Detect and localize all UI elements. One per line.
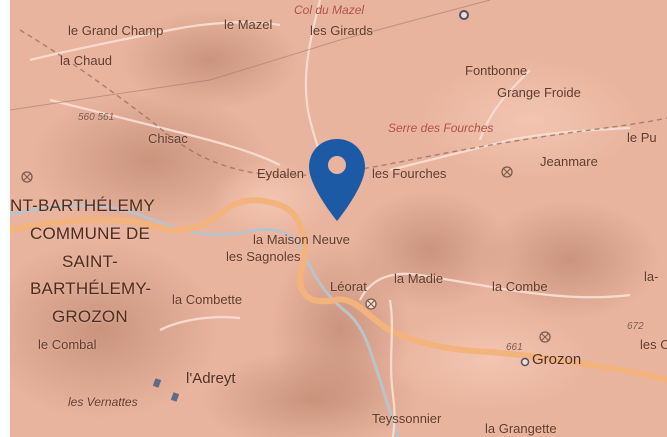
label-la-madie: la Madie [394, 271, 444, 286]
viewpoint-icon [20, 170, 34, 189]
label-eydalen: Eydalen [257, 166, 304, 181]
label-altitude-672: 672 [627, 321, 644, 332]
label-teyssonnier: Teyssonnier [372, 411, 442, 426]
label-les-vernattes: les Vernattes [68, 395, 138, 409]
label-jeanmare: Jeanmare [540, 154, 598, 169]
label-commune-line1: COMMUNE DE [30, 224, 151, 243]
label-serre-des-fourches: Serre des Fourches [388, 121, 494, 135]
label-nt-barthelemy: NT-BARTHÉLEMY [10, 196, 155, 215]
viewpoint-icon [538, 330, 552, 349]
hillshade [10, 10, 660, 437]
label-fontbonne: Fontbonne [465, 63, 528, 78]
label-grange-froide: Grange Froide [497, 85, 581, 100]
main-road [10, 197, 667, 383]
label-la-combette: la Combette [172, 292, 243, 307]
map-base-layer [10, 0, 667, 437]
label-le-pu: le Pu [627, 130, 657, 145]
village-icon [520, 354, 530, 372]
label-la-combe: la Combe [492, 279, 548, 294]
label-ladreyt: l'Adreyt [186, 370, 236, 387]
building-icon [152, 377, 182, 412]
label-col-du-mazel: Col du Mazel [294, 3, 365, 17]
river [10, 204, 400, 437]
label-le-mazel: le Mazel [224, 17, 273, 32]
label-la-chaud: la Chaud [60, 53, 113, 68]
label-altitude-560-561: 560 561 [78, 112, 115, 123]
label-commune-line2: SAINT- [62, 252, 118, 271]
chapel-icon [458, 8, 470, 26]
label-la-maison-neuve: la Maison Neuve [253, 232, 350, 247]
map-view[interactable]: le Grand Champ le Mazel Col du Mazel les… [10, 0, 667, 437]
label-le-grand-champ: le Grand Champ [68, 23, 164, 38]
label-les-sagnoles: les Sagnoles [226, 249, 301, 264]
junction-icon [364, 297, 378, 316]
label-commune-line4: GROZON [52, 307, 128, 326]
map-pin-icon[interactable] [306, 137, 368, 223]
label-leorat: Léorat [330, 279, 367, 294]
label-les-girards: les Girards [310, 23, 373, 38]
viewpoint-icon [500, 165, 514, 184]
label-altitude-661: 661 [506, 342, 523, 353]
label-commune-line3: BARTHÉLEMY- [30, 279, 152, 298]
label-chisac: Chisac [148, 131, 188, 146]
label-le-combal: le Combal [38, 337, 97, 352]
label-la-grangette: la Grangette [485, 421, 557, 436]
label-grozon: Grozon [532, 351, 582, 368]
label-les-fourches: les Fourches [372, 166, 447, 181]
label-la-edge: la- [644, 269, 659, 284]
label-les-c: les C [640, 337, 667, 352]
